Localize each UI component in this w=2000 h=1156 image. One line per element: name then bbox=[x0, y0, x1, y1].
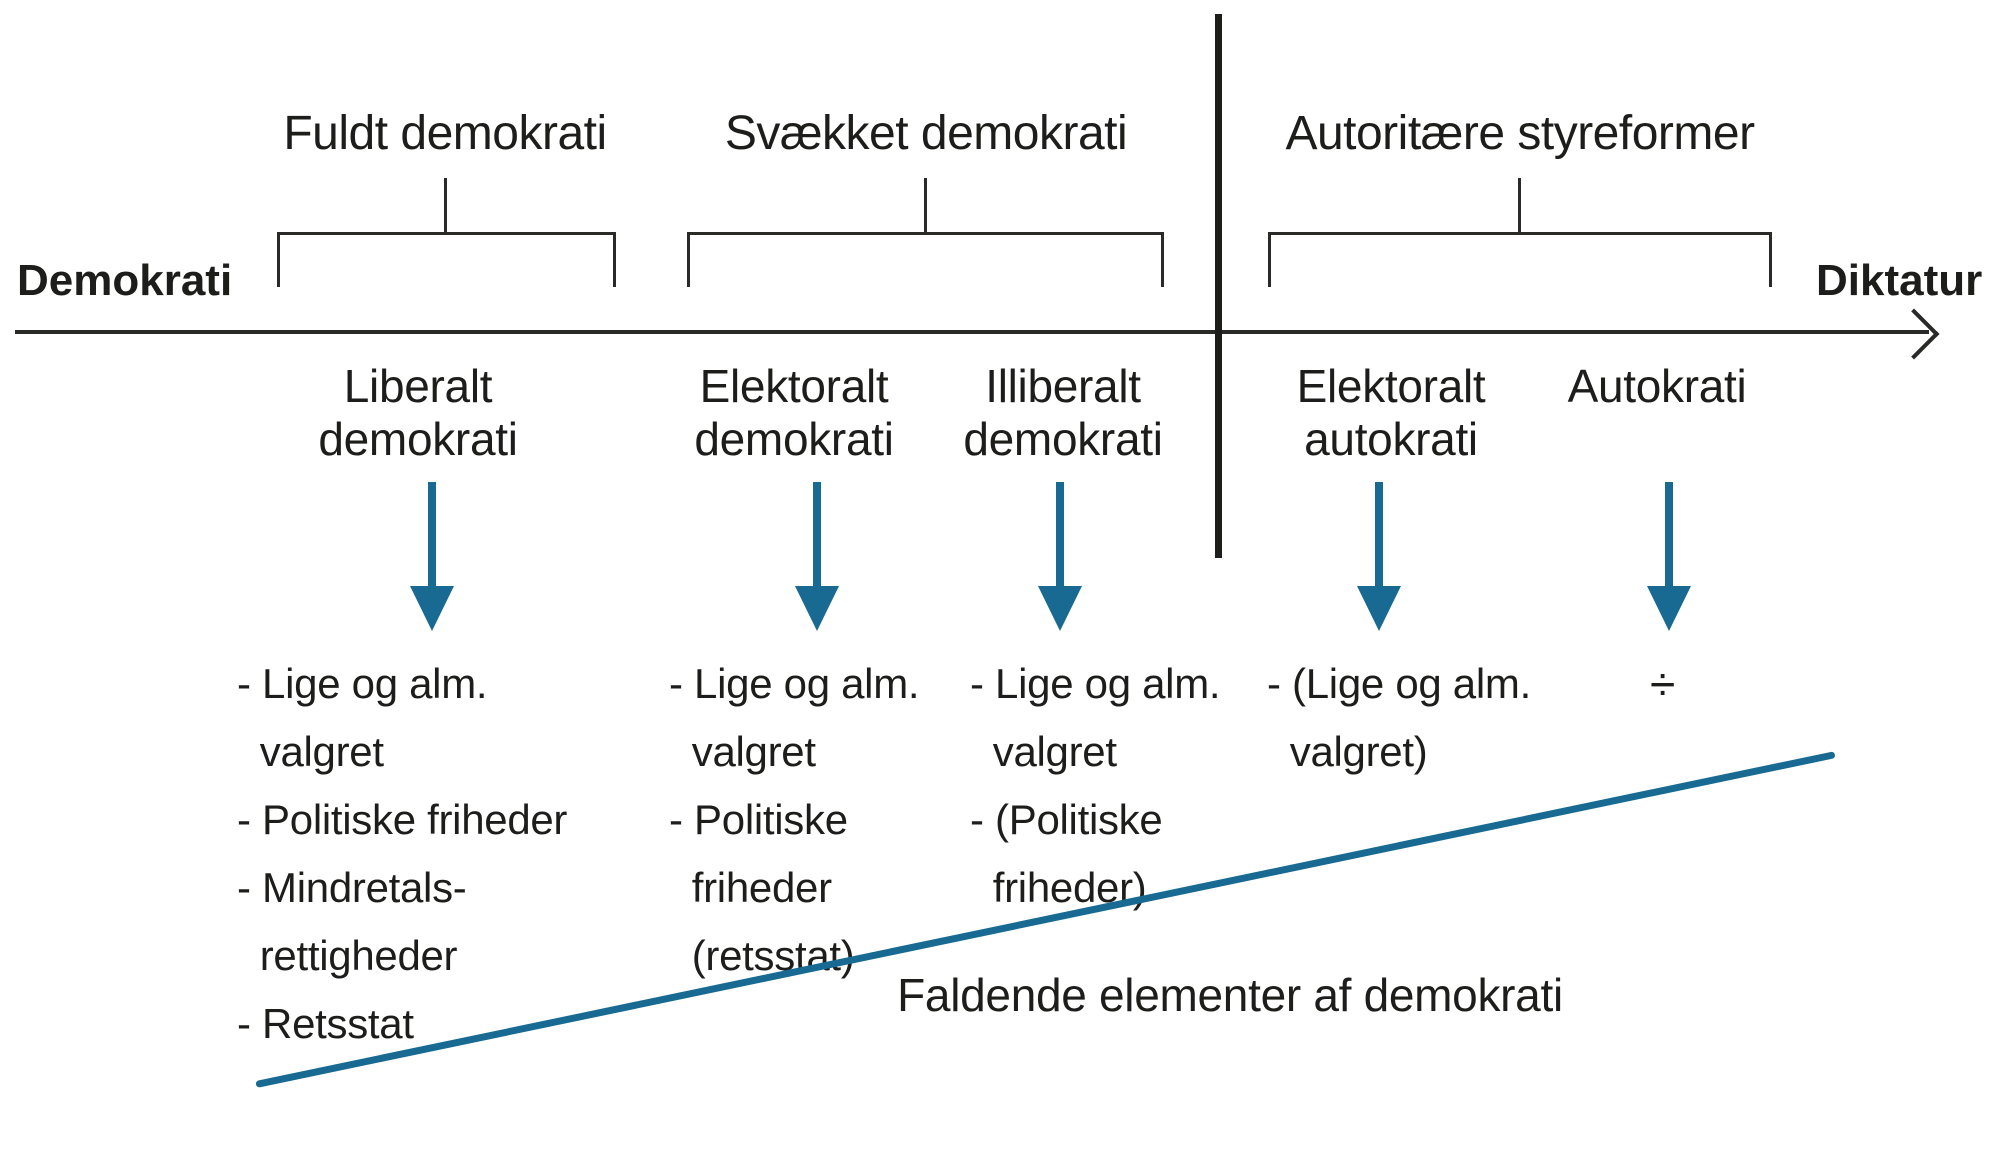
axis-line bbox=[15, 330, 1929, 334]
bracket-tick bbox=[277, 235, 280, 287]
arrow-shaft bbox=[428, 482, 436, 588]
type-label-elektoralt-demokrati: Elektoralt demokrati bbox=[694, 360, 894, 465]
bracket-fuldt-demokrati bbox=[277, 232, 616, 287]
bracket-tick bbox=[687, 235, 690, 287]
feature-list-elektoralt-autokrati: - (Lige og alm. valgret) bbox=[1267, 660, 1531, 775]
arrow-shaft bbox=[1056, 482, 1064, 588]
down-arrow-icon bbox=[795, 482, 839, 631]
bracket-stem-fuldt bbox=[444, 178, 447, 232]
type-label-illiberalt-demokrati: Illiberalt demokrati bbox=[963, 360, 1163, 465]
bracket-svaekket-demokrati bbox=[687, 232, 1164, 287]
bracket-stem-autoritaere bbox=[1518, 178, 1521, 232]
type-label-autokrati: Autokrati bbox=[1567, 360, 1747, 412]
arrow-shaft bbox=[1665, 482, 1673, 588]
arrow-head bbox=[795, 586, 839, 631]
axis-label-demokrati: Demokrati bbox=[17, 256, 233, 305]
trend-caption: Faldende elementer af demokrati bbox=[897, 969, 1563, 1021]
bracket-stem-svaekket bbox=[924, 178, 927, 232]
feature-list-liberalt-demokrati: - Lige og alm. valgret - Politiske frihe… bbox=[237, 660, 568, 1047]
feature-list-illiberalt-demokrati: - Lige og alm. valgret - (Politiske frih… bbox=[970, 660, 1221, 911]
down-arrow-icon bbox=[410, 482, 454, 631]
axis-arrowhead-icon bbox=[1888, 308, 1940, 360]
axis-label-diktatur: Diktatur bbox=[1816, 256, 1983, 305]
arrow-shaft bbox=[813, 482, 821, 588]
bracket-tick bbox=[1161, 235, 1164, 287]
down-arrow-icon bbox=[1647, 482, 1691, 631]
down-arrow-icon bbox=[1038, 482, 1082, 631]
group-title-autoritaere-styreformer: Autoritære styreformer bbox=[1285, 107, 1755, 160]
arrow-head bbox=[410, 586, 454, 631]
bracket-tick bbox=[613, 235, 616, 287]
bracket-autoritaere-styreformer bbox=[1268, 232, 1772, 287]
down-arrow-icon bbox=[1357, 482, 1401, 631]
bracket-tick bbox=[1268, 235, 1271, 287]
arrow-head bbox=[1647, 586, 1691, 631]
group-title-fuldt-demokrati: Fuldt demokrati bbox=[283, 107, 607, 160]
category-divider-line bbox=[1215, 14, 1222, 558]
bracket-tick bbox=[1769, 235, 1772, 287]
arrow-head bbox=[1038, 586, 1082, 631]
arrow-shaft bbox=[1375, 482, 1383, 588]
group-title-svaekket-demokrati: Svækket demokrati bbox=[724, 107, 1128, 160]
type-label-liberalt-demokrati: Liberalt demokrati bbox=[318, 360, 518, 465]
division-sign: ÷ bbox=[1650, 658, 1675, 710]
type-label-elektoralt-autokrati: Elektoralt autokrati bbox=[1296, 360, 1486, 465]
arrow-head bbox=[1357, 586, 1401, 631]
feature-list-elektoralt-demokrati: - Lige og alm. valgret - Politiske frihe… bbox=[669, 660, 920, 979]
